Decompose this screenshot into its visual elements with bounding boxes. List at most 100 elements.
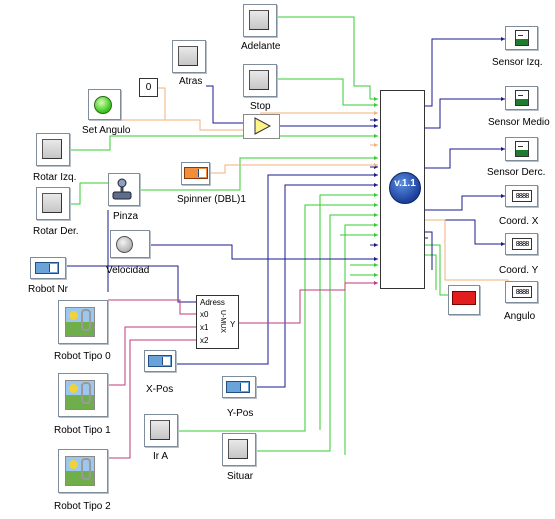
stop-button[interactable]: [249, 70, 269, 90]
sensor-izq-bar: [515, 30, 529, 46]
rotar-der-label: Rotar Der.: [33, 226, 79, 237]
angulo-display: 8888: [512, 286, 532, 298]
wire-out-2: [425, 231, 433, 270]
robot-tipo-1-label: Robot Tipo 1: [54, 425, 111, 436]
situar-label: Situar: [227, 471, 254, 482]
situar-button[interactable]: [228, 439, 248, 459]
amplifier-icon: [254, 117, 272, 135]
robot-tipo-2-frame: [58, 449, 108, 493]
wire-rotar-izq: [70, 135, 378, 151]
sensor-derc-label: Sensor Derc.: [487, 167, 546, 178]
sensor-medio-frame: [505, 86, 538, 110]
mux-x1-port: x1: [200, 323, 209, 332]
robot-tipo-0-image[interactable]: [65, 307, 95, 337]
sensor-medio-bar: [515, 90, 529, 106]
wire-adelante: [277, 16, 378, 100]
robot-tipo-1-image[interactable]: [65, 380, 95, 410]
robot-tipo-1-frame: [58, 373, 108, 417]
sensor-medio-label: Sensor Medio: [488, 117, 550, 128]
rotar-izq-label: Rotar Izq.: [33, 172, 77, 183]
wire-out-angulo-2: [425, 219, 509, 292]
ir-a-label: Ir A: [153, 451, 169, 462]
spinner-input[interactable]: [184, 167, 208, 179]
wire-out-sensor-medio: [425, 98, 505, 129]
adelante-button[interactable]: [249, 10, 269, 30]
velocidad-knob[interactable]: [116, 236, 133, 253]
atras-button-frame: [172, 40, 206, 73]
coord-y-display: 8888: [512, 238, 532, 250]
wire-mux-out: [239, 282, 378, 324]
sensor-derc-frame: [505, 137, 538, 161]
atras-label: Atras: [179, 76, 203, 87]
set-angulo-led-button[interactable]: [94, 96, 112, 114]
atras-button[interactable]: [178, 46, 198, 66]
pinza-frame: [108, 173, 140, 206]
robot-tipo-0-frame: [58, 300, 108, 344]
robot-tipo-0-label: Robot Tipo 0: [54, 351, 111, 362]
wire-out-sensor-derc: [425, 148, 505, 169]
robot-nr-spinner[interactable]: [35, 262, 59, 274]
mux-x2-port: x2: [200, 336, 209, 345]
situar-frame: [222, 433, 256, 466]
wire-set-angulo: [110, 119, 246, 131]
x-pos-label: X-Pos: [146, 384, 174, 395]
x-pos-spinner[interactable]: [148, 355, 172, 367]
coord-y-label: Coord. Y: [499, 265, 539, 276]
velocidad-label: Velocidad: [106, 265, 150, 276]
sensor-izq-frame: [505, 26, 538, 50]
wire-out-sensor-izq: [425, 38, 505, 107]
sensor-izq-label: Sensor Izq.: [492, 57, 543, 68]
wire-robot-tipo-2: [108, 339, 196, 459]
wire-robot-nr: [66, 265, 196, 303]
coord-x-display: 8888: [512, 190, 532, 202]
adelante-button-frame: [243, 4, 277, 37]
ir-a-frame: [144, 414, 178, 447]
stop-label: Stop: [250, 101, 271, 112]
wire-velocidad: [150, 244, 378, 260]
mux-y-port: Y: [230, 320, 236, 329]
red-indicator-button[interactable]: [452, 291, 476, 305]
wire-sel-1: [319, 194, 378, 430]
rotar-der-frame: [36, 187, 70, 220]
mux-adress-port: Adress: [200, 298, 225, 307]
wire-out-1: [425, 254, 437, 290]
wire-ir-a: [178, 204, 378, 432]
wire-robot-tipo-0: [108, 299, 196, 315]
wire-out-coord-x: [425, 195, 505, 211]
wire-atras: [206, 85, 246, 124]
stop-button-frame: [243, 64, 277, 97]
coord-x-frame: 8888: [505, 185, 538, 207]
spinner-label: Spinner (DBL)1: [177, 194, 246, 205]
wire-rotar-der: [70, 182, 112, 205]
wire-robot-tipo-1: [108, 326, 196, 386]
wire-spinner: [210, 164, 378, 174]
angulo-frame: 8888: [505, 281, 538, 303]
rotar-izq-frame: [36, 133, 70, 166]
wire-situar: [256, 214, 378, 452]
version-badge: v.1.1: [389, 172, 421, 204]
y-pos-label: Y-Pos: [227, 408, 254, 419]
angle-value-input[interactable]: 0: [139, 78, 158, 97]
wire-ypos: [256, 184, 378, 388]
robot-nr-label: Robot Nr: [28, 284, 69, 295]
wire-out-coord-y: [425, 219, 505, 245]
wire-xpos: [176, 174, 378, 365]
angulo-label: Angulo: [504, 311, 536, 322]
wire-pinza: [140, 157, 378, 191]
rotar-der-button[interactable]: [42, 193, 62, 213]
wire-sel-2: [344, 224, 378, 455]
wire-stop: [277, 78, 378, 106]
ir-a-button[interactable]: [150, 420, 170, 440]
pinza-label: Pinza: [113, 211, 139, 222]
y-pos-spinner[interactable]: [226, 381, 250, 393]
coord-x-label: Coord. X: [499, 216, 539, 227]
sensor-derc-bar: [515, 141, 529, 157]
robot-tipo-2-label: Robot Tipo 2: [54, 501, 111, 512]
set-angulo-label: Set Angulo: [82, 125, 131, 136]
joystick-icon[interactable]: [112, 178, 132, 200]
wire-angle-value: [158, 87, 166, 120]
robot-tipo-2-image[interactable]: [65, 456, 95, 486]
u-mux-block: Adress x0 x1 x2 Y U-MUX: [196, 295, 239, 349]
rotar-izq-button[interactable]: [42, 139, 62, 159]
